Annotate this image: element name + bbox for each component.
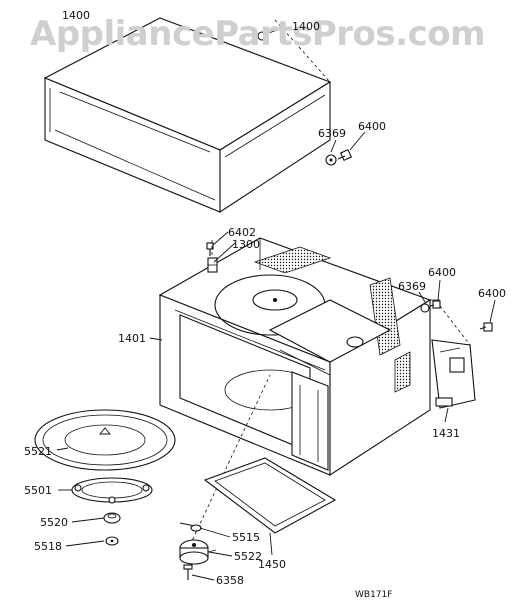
coupler-washer xyxy=(105,536,119,546)
part-label-5515: 5515 xyxy=(232,531,260,544)
part-label-1400: 1400 xyxy=(62,9,90,22)
motor-screw xyxy=(183,564,193,580)
leader-lines xyxy=(56,131,496,581)
alignment-lines xyxy=(189,19,471,546)
screw-6400-top xyxy=(337,148,353,162)
screw-6400-backplate xyxy=(479,322,493,332)
drive-shaft xyxy=(179,522,202,532)
part-label-6400-backplate: 6400 xyxy=(478,287,506,300)
part-label-6402: 6402 xyxy=(228,226,256,239)
turntable-coupler xyxy=(103,512,121,524)
watermark-text: AppliancePartsPros.com xyxy=(30,14,485,54)
roller-support-ring xyxy=(71,477,153,504)
oven-cavity-chassis xyxy=(158,237,440,477)
diagram-code: WB171F xyxy=(355,590,392,600)
back-plate-1431 xyxy=(431,339,476,409)
part-label-1431: 1431 xyxy=(432,427,460,440)
turntable-glass-tray xyxy=(34,409,176,471)
washer-6369-top xyxy=(325,154,337,166)
part-label-6400-right: 6400 xyxy=(428,266,456,279)
part-label-1450: 1450 xyxy=(258,558,286,571)
mounting-bracket-1300 xyxy=(207,257,218,273)
part-label-5518: 5518 xyxy=(34,540,62,553)
part-label-5522: 5522 xyxy=(234,550,262,563)
turntable-motor xyxy=(179,539,217,565)
part-label-6400: 6400 xyxy=(358,120,386,133)
door-choke-frame xyxy=(203,457,337,534)
part-label-5520: 5520 xyxy=(40,516,68,529)
outer-case-wrapper xyxy=(43,17,332,214)
part-label-5521: 5521 xyxy=(24,445,52,458)
part-label-1400-screw: 1400 xyxy=(292,20,320,33)
washer-6369-right xyxy=(420,303,430,313)
case-screw-top xyxy=(257,28,281,41)
part-label-6358: 6358 xyxy=(216,574,244,587)
screw-6400-right xyxy=(429,300,441,309)
part-label-6369: 6369 xyxy=(318,127,346,140)
screw-6402 xyxy=(206,242,214,256)
part-label-5501: 5501 xyxy=(24,484,52,497)
part-label-1401: 1401 xyxy=(118,332,146,345)
part-label-6369-right: 6369 xyxy=(398,280,426,293)
part-label-1300: 1300 xyxy=(232,238,260,251)
